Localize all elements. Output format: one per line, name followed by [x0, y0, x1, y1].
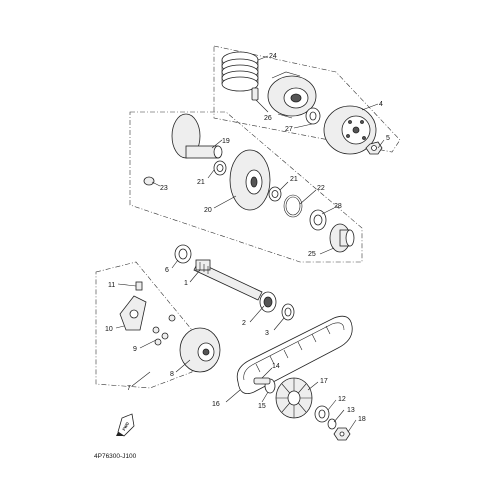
callout-21b: 21 [290, 176, 298, 183]
clutch-pin[interactable] [251, 87, 259, 101]
primary-sliding-sheave[interactable] [179, 327, 221, 373]
guide-25[interactable] [329, 223, 355, 253]
callout-23: 23 [160, 185, 168, 192]
clutch-nut[interactable] [365, 141, 383, 155]
oil-seal-21a[interactable] [213, 160, 227, 176]
primary-fixed-sheave[interactable] [275, 377, 313, 419]
washer-12[interactable] [314, 405, 330, 423]
bearing-2[interactable] [259, 291, 277, 313]
oil-seal-21b[interactable] [268, 186, 282, 202]
primary-shaft[interactable] [193, 259, 263, 301]
o-ring-22[interactable] [283, 194, 303, 218]
clutch-washer-27[interactable] [305, 107, 321, 125]
secondary-fixed-sheave[interactable] [171, 113, 223, 159]
weights-9[interactable] [152, 314, 176, 346]
callout-26: 26 [264, 115, 272, 122]
callout-12: 12 [338, 396, 346, 403]
secondary-sheave-group-boundary [129, 111, 363, 263]
callout-3: 3 [265, 330, 269, 337]
nut-18[interactable] [333, 427, 351, 441]
sheave-pin-23[interactable] [143, 176, 155, 186]
callout-18: 18 [358, 416, 366, 423]
cam-10[interactable] [119, 295, 147, 331]
collar-28[interactable] [309, 209, 327, 231]
callout-6: 6 [165, 267, 169, 274]
callout-13: 13 [347, 407, 355, 414]
bearing-6[interactable] [174, 244, 192, 264]
clutch-housing[interactable] [323, 105, 377, 155]
spacer-14[interactable] [253, 377, 271, 385]
callout-16: 16 [212, 401, 220, 408]
callout-19: 19 [222, 138, 230, 145]
secondary-sliding-sheave[interactable] [229, 149, 271, 211]
callout-15: 15 [258, 403, 266, 410]
callout-17: 17 [320, 378, 328, 385]
fwd-arrow-icon: FWD [116, 413, 135, 437]
callout-2: 2 [242, 320, 246, 327]
callout-9: 9 [133, 346, 137, 353]
callout-27: 27 [285, 126, 293, 133]
callout-28: 28 [334, 203, 342, 210]
clutch-carrier[interactable] [267, 71, 317, 119]
callout-5: 5 [386, 135, 390, 142]
callout-10: 10 [105, 326, 113, 333]
callout-4: 4 [379, 101, 383, 108]
clutch-group-boundary [213, 45, 401, 153]
pulley-slider-11[interactable] [135, 281, 143, 291]
oil-seal-3[interactable] [281, 303, 295, 321]
leader-lines [115, 55, 385, 433]
callout-8: 8 [170, 371, 174, 378]
callout-1: 1 [184, 280, 188, 287]
callout-22: 22 [317, 185, 325, 192]
callout-24: 24 [269, 53, 277, 60]
washer-13[interactable] [327, 418, 337, 430]
callout-20: 20 [204, 207, 212, 214]
fwd-label: FWD [121, 421, 130, 431]
clutch-spring[interactable] [221, 51, 259, 92]
diagram-code: 4P76300-J100 [94, 453, 137, 460]
callout-14: 14 [272, 363, 280, 370]
primary-sheave-group-boundary [95, 261, 193, 389]
callout-21a: 21 [197, 179, 205, 186]
callout-25: 25 [308, 251, 316, 258]
callout-11: 11 [108, 282, 115, 289]
callout-7: 7 [127, 385, 131, 392]
